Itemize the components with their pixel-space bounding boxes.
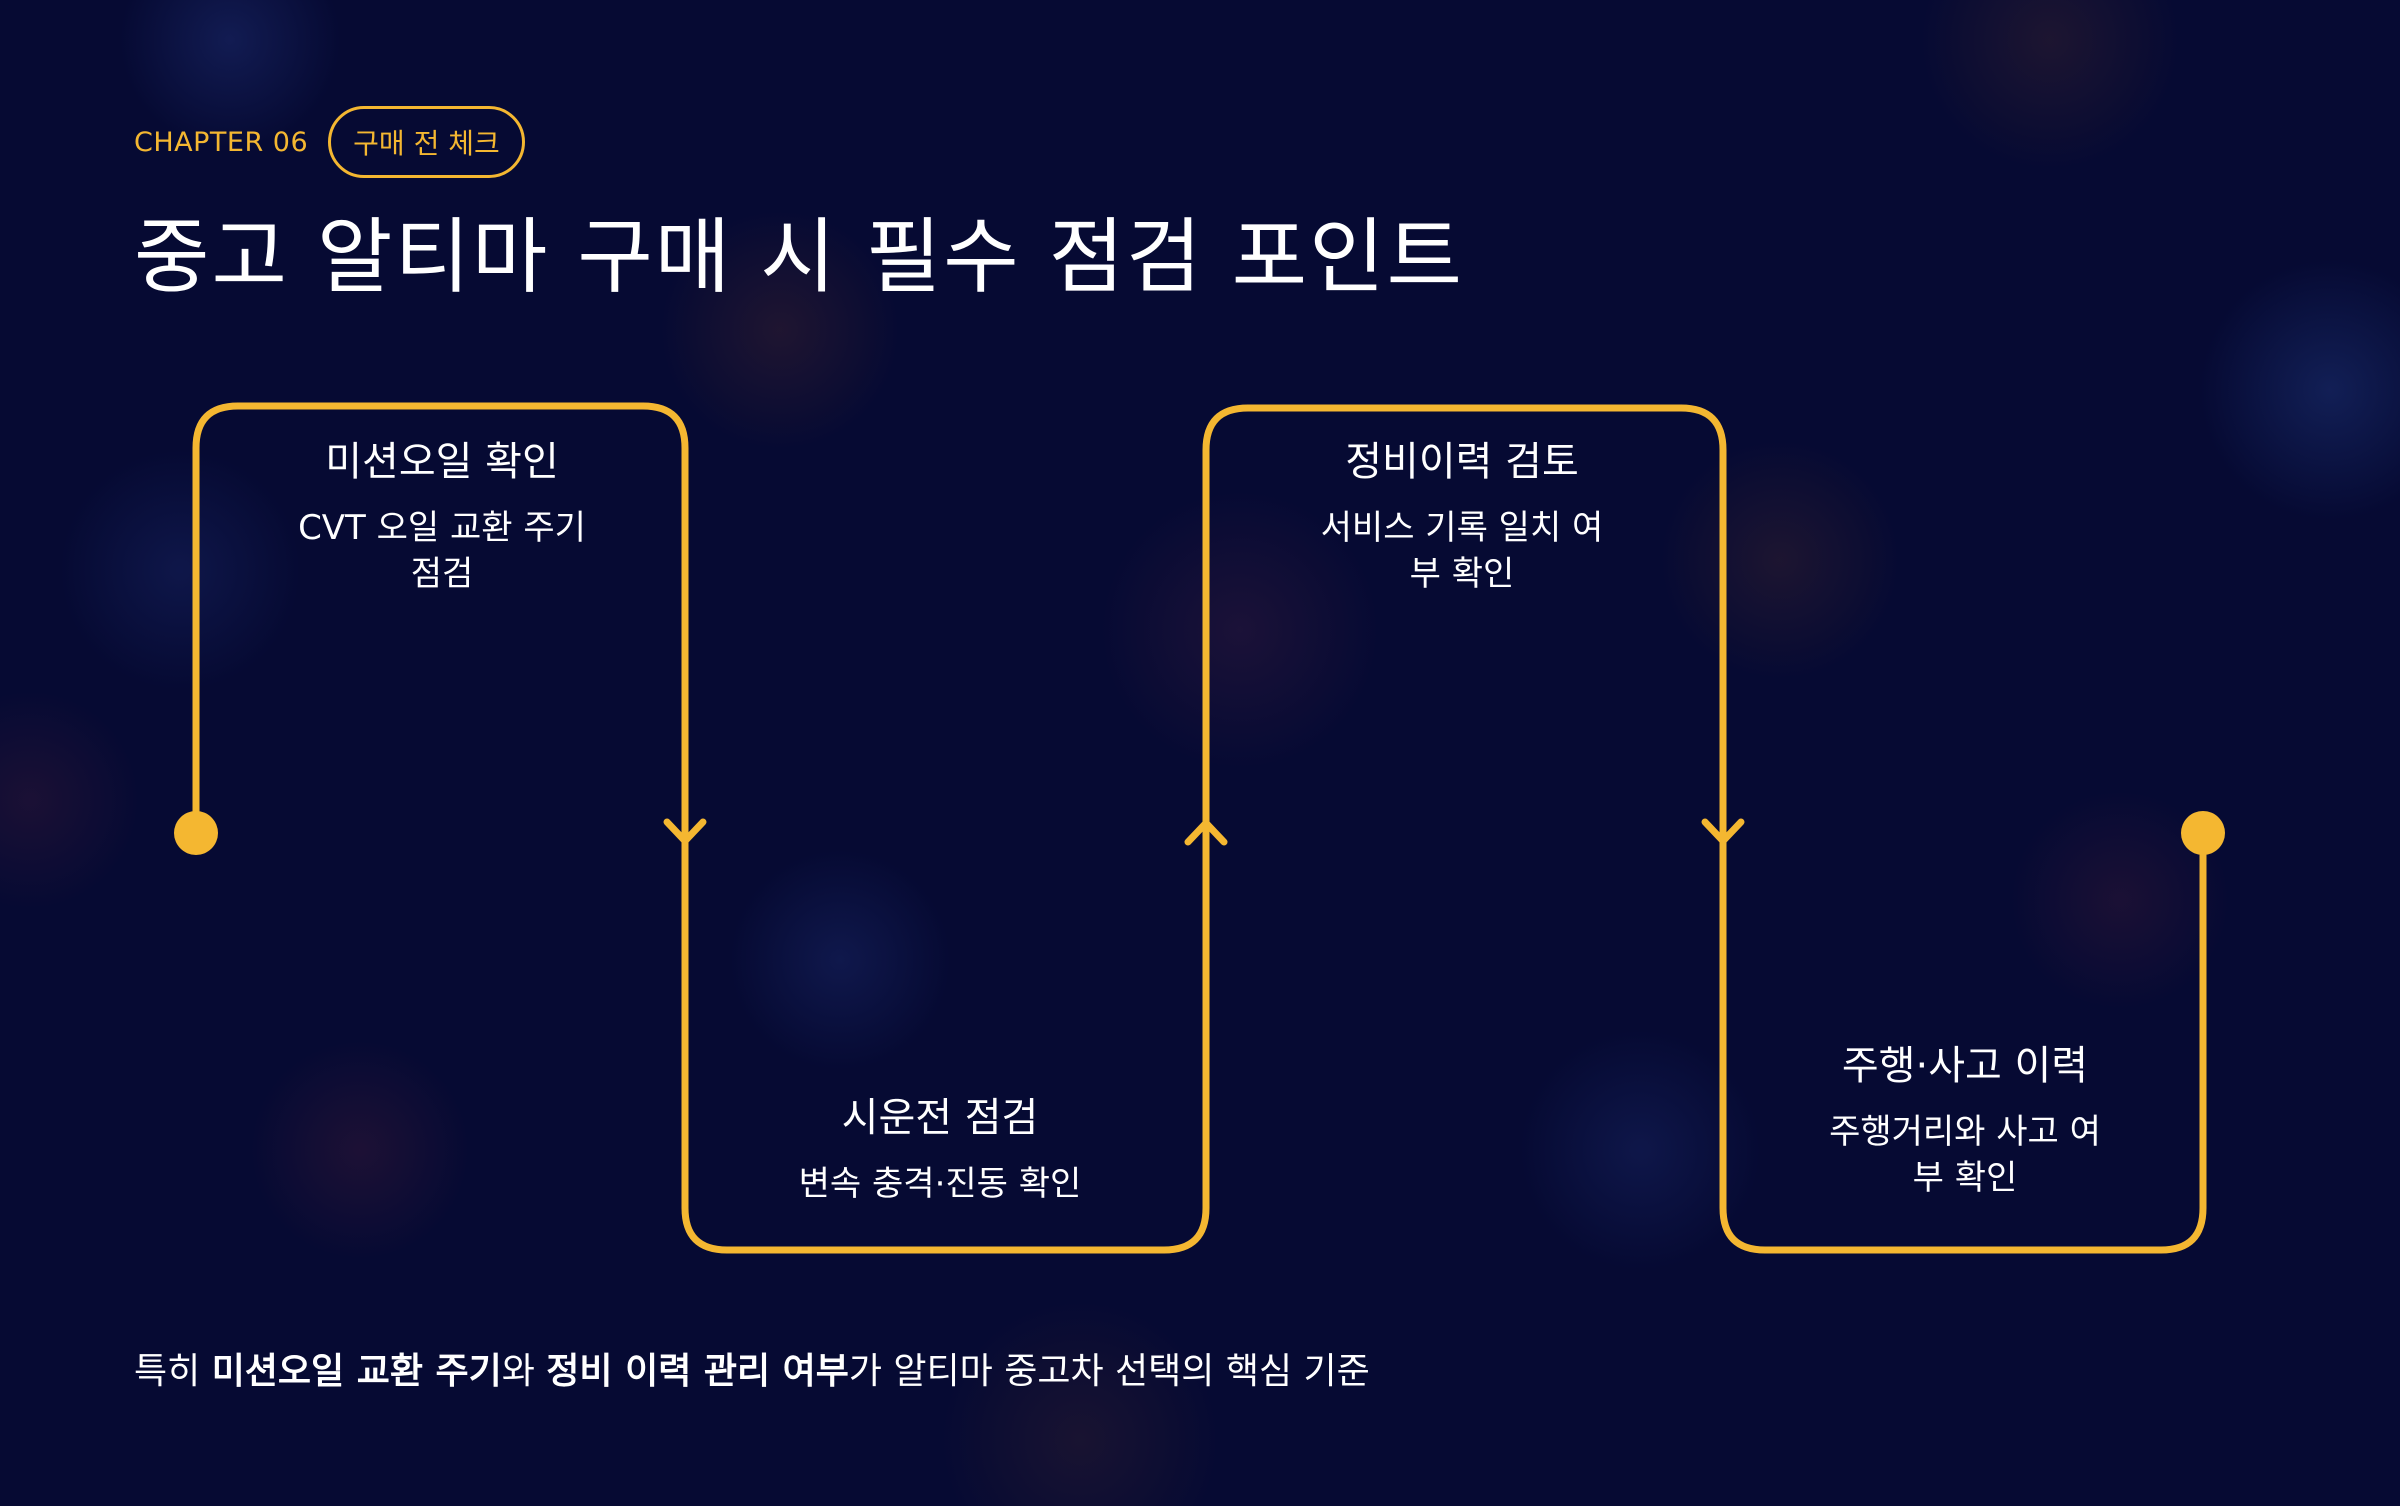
start-dot xyxy=(174,811,218,855)
footer-highlight: 미션오일 교환 주기 xyxy=(211,1351,502,1392)
step-description-line: 서비스 기록 일치 여 xyxy=(1320,508,1604,548)
footer-text: 가 알티마 중고차 선택의 핵심 기준 xyxy=(848,1351,1370,1392)
step-title: 주행·사고 이력 xyxy=(1841,1043,2089,1089)
step-title: 정비이력 검토 xyxy=(1345,439,1579,485)
step-title: 미션오일 확인 xyxy=(325,439,559,485)
step-description: CVT 오일 교환 주기 점검 xyxy=(242,506,642,598)
page-title: 중고 알티마 구매 시 필수 점검 포인트 xyxy=(134,210,1464,305)
step-description-line: CVT 오일 교환 주기 xyxy=(298,508,586,548)
footer-summary: 특히 미션오일 교환 주기와 정비 이력 관리 여부가 알티마 중고차 선택의 … xyxy=(134,1342,1370,1394)
down-arrow-icon xyxy=(663,818,707,845)
up-arrow-icon xyxy=(1184,819,1228,846)
down-arrow-icon xyxy=(1701,818,1745,845)
step-maintenance-history: 정비이력 검토 서비스 기록 일치 여 부 확인 xyxy=(1262,438,1662,598)
step-description-line: 점검 xyxy=(410,553,474,594)
step-description: 서비스 기록 일치 여 부 확인 xyxy=(1262,506,1662,598)
step-mileage-accident: 주행·사고 이력 주행거리와 사고 여 부 확인 xyxy=(1765,1042,2165,1202)
step-description-line: 변속 충격·진동 확인 xyxy=(798,1164,1082,1204)
end-dot xyxy=(2181,811,2225,855)
step-description: 주행거리와 사고 여 부 확인 xyxy=(1765,1110,2165,1202)
chapter-tag-badge: 구매 전 체크 xyxy=(328,106,525,178)
footer-text: 와 xyxy=(501,1351,547,1392)
process-path-line xyxy=(192,402,2207,1254)
footer-highlight: 정비 이력 관리 여부 xyxy=(546,1351,849,1392)
step-title: 시운전 점검 xyxy=(841,1095,1039,1141)
step-description: 변속 충격·진동 확인 xyxy=(740,1162,1140,1208)
step-description-line: 부 확인 xyxy=(1409,553,1515,594)
footer-text: 특히 xyxy=(134,1351,212,1392)
step-description-line: 부 확인 xyxy=(1912,1157,2018,1198)
step-description-line: 주행거리와 사고 여 xyxy=(1829,1112,2101,1152)
chapter-label: CHAPTER 06 xyxy=(134,126,309,158)
chapter-header: CHAPTER 06 구매 전 체크 xyxy=(134,106,525,178)
step-test-drive: 시운전 점검 변속 충격·진동 확인 xyxy=(740,1094,1140,1208)
step-mission-oil: 미션오일 확인 CVT 오일 교환 주기 점검 xyxy=(242,438,642,598)
